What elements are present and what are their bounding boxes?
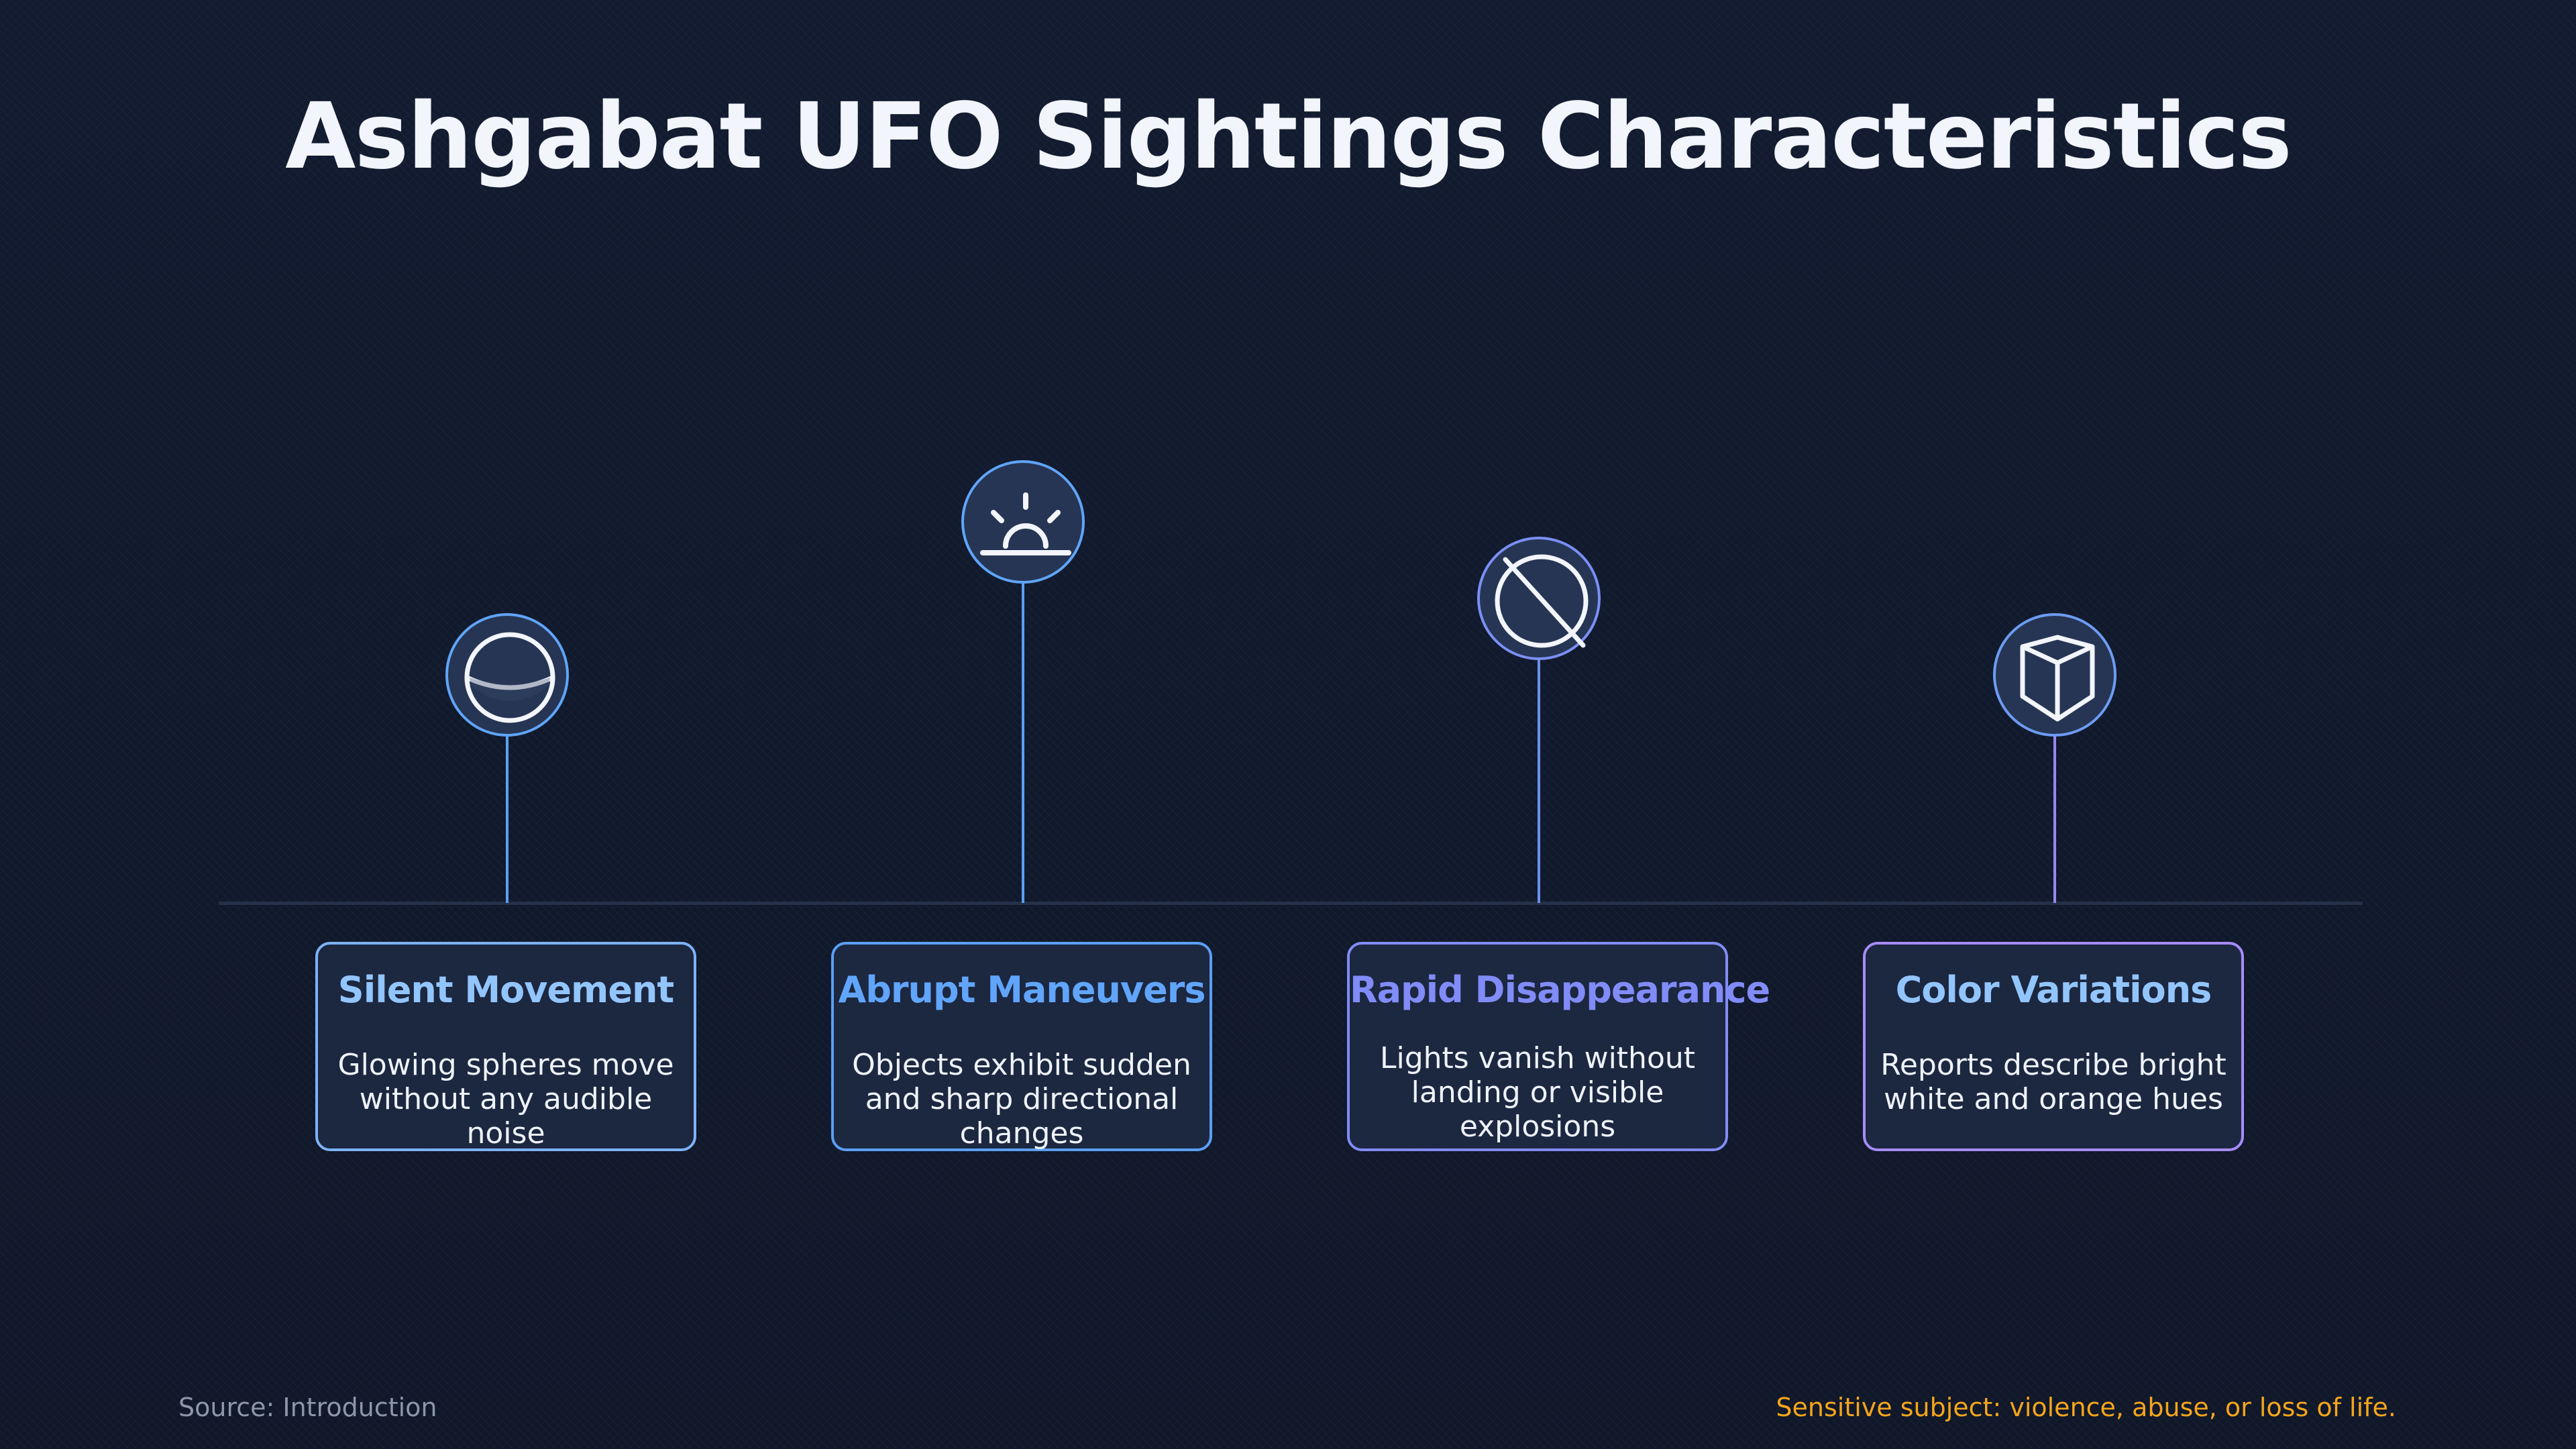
icon-marker-color-variations [1993, 613, 2116, 737]
icon-marker-rapid-disappearance [1477, 537, 1601, 660]
source-note: Source: Introduction [178, 1393, 437, 1422]
card-abrupt-maneuvers: Abrupt Maneuvers Objects exhibit sudden … [831, 942, 1212, 1151]
sphere-icon [464, 632, 555, 723]
icon-marker-abrupt-maneuvers [961, 460, 1085, 584]
card-rapid-disappearance: Rapid Disappearance Lights vanish withou… [1347, 942, 1770, 1151]
stem-color-variations [2053, 737, 2056, 903]
icon-marker-silent-movement [445, 613, 569, 737]
stem-rapid-disappearance [1538, 660, 1540, 903]
timeline-axis [219, 902, 2363, 905]
page-title: Ashgabat UFO Sightings Characteristics [285, 84, 2292, 190]
card-description: Objects exhibit sudden and sharp directi… [852, 1048, 1191, 1150]
card-description: Glowing spheres move without any audible… [337, 1048, 674, 1150]
card-silent-movement: Silent Movement Glowing spheres move wit… [315, 942, 696, 1151]
card-title: Rapid Disappearance [1350, 969, 1770, 1011]
stem-silent-movement [506, 734, 508, 903]
content-warning: Sensitive subject: violence, abuse, or l… [1776, 1393, 2396, 1422]
card-color-variations: Color Variations Reports describe bright… [1863, 942, 2244, 1151]
card-description: Reports describe bright white and orange… [1880, 1048, 2226, 1116]
circle-slash-icon [1495, 554, 1589, 648]
card-description: Lights vanish without landing or visible… [1379, 1041, 1696, 1144]
card-title: Abrupt Maneuvers [838, 969, 1205, 1011]
card-title: Silent Movement [337, 969, 674, 1011]
sunset-icon [980, 492, 1071, 555]
cube-icon [2020, 635, 2095, 722]
stem-abrupt-maneuvers [1022, 584, 1024, 903]
card-title: Color Variations [1895, 969, 2212, 1011]
